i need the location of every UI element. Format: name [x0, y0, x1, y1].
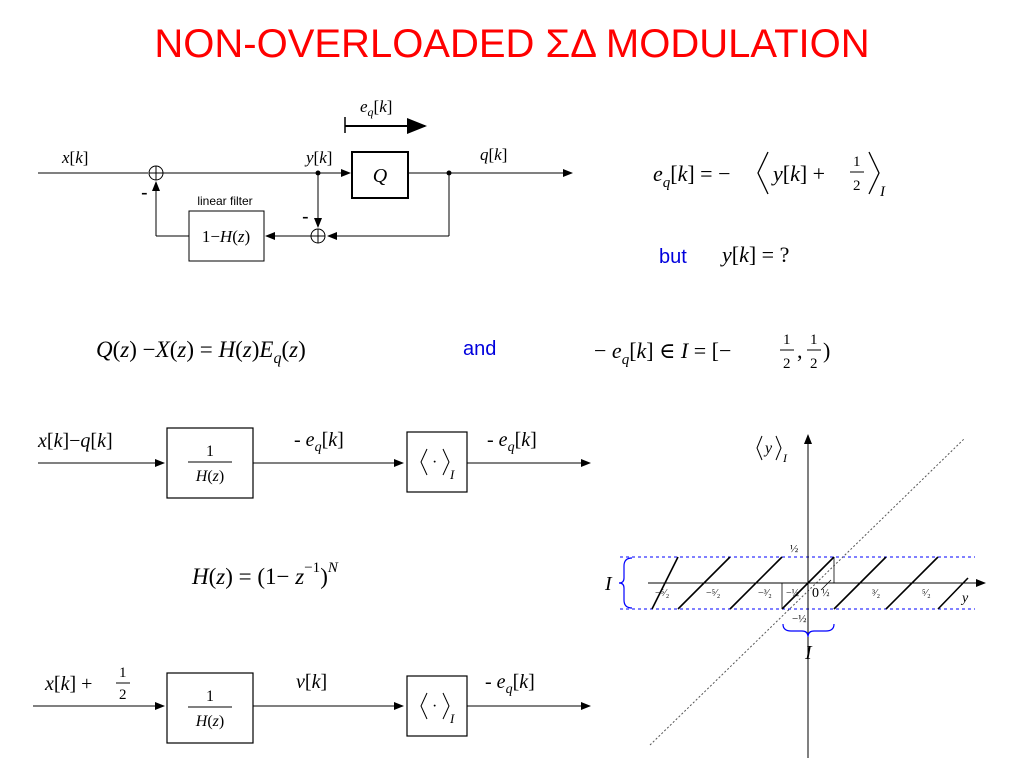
svg-text:I: I [604, 573, 613, 595]
svg-text:x[k]−q[k]: x[k]−q[k] [37, 430, 113, 452]
svg-text:- eq[k]: - eq[k] [294, 429, 344, 455]
quantizer-label: Q [373, 165, 388, 187]
svg-text:½: ½ [790, 543, 798, 555]
svg-text:Q(z) −X(z) = H(z)Eq(z): Q(z) −X(z) = H(z)Eq(z) [96, 337, 306, 367]
svg-text:1: 1 [810, 332, 818, 348]
svg-text:1: 1 [853, 154, 861, 170]
summer-2 [310, 228, 326, 244]
svg-text:1: 1 [206, 443, 214, 460]
svg-text:2: 2 [853, 178, 861, 194]
input-xk: x[k] [61, 148, 88, 167]
svg-text:³⁄₂: ³⁄₂ [872, 588, 880, 599]
but-text: but [659, 246, 687, 268]
svg-text:− eq[k] ∈ I = [−: − eq[k] ∈ I = [− [594, 338, 731, 368]
mod-block-2 [406, 675, 468, 737]
svg-text:−⁵⁄₂: −⁵⁄₂ [655, 588, 669, 599]
svg-text:I: I [782, 451, 788, 465]
svg-text:−½: −½ [786, 588, 800, 599]
mod-block-1 [406, 431, 468, 493]
svg-text:- eq[k]: - eq[k] [487, 429, 537, 455]
minus-2: - [302, 206, 309, 228]
y-label: y[k] [304, 148, 332, 167]
inv-h-block-2 [166, 672, 254, 744]
svg-text:2: 2 [783, 356, 791, 372]
svg-text:−⁵⁄₂: −⁵⁄₂ [706, 588, 720, 599]
svg-text:I: I [449, 711, 455, 726]
svg-text:1: 1 [783, 332, 791, 348]
equation-range: − eq[k] ∈ I = [− 1 2 , 1 2 ) [594, 332, 830, 372]
svg-text:): ) [823, 338, 830, 363]
page-title: NON-OVERLOADED ΣΔ MODULATION [154, 22, 870, 66]
bottom-block-diagram: x[k] + 1 2 1 H(z) v[k] · I - eq[k] [33, 665, 591, 744]
svg-text:½: ½ [822, 588, 830, 599]
equation-hz: H(z) = (1− z−1)N [191, 560, 339, 589]
svg-text:2: 2 [119, 687, 127, 703]
eq-label: eq[k] [360, 97, 392, 119]
equation-eq-def: eq[k] = − y[k] + 1 2 I [653, 151, 886, 200]
svg-text:y: y [763, 440, 773, 457]
svg-text:- eq[k]: - eq[k] [485, 671, 535, 697]
minus-1: - [141, 182, 148, 204]
but-equation: y[k] = ? [720, 242, 789, 267]
svg-text:H(z): H(z) [195, 468, 224, 485]
svg-text:0: 0 [812, 586, 819, 601]
svg-text:H(z) = (1− z−1)N: H(z) = (1− z−1)N [191, 560, 339, 589]
svg-text:1: 1 [119, 665, 127, 681]
svg-text:·: · [432, 698, 437, 715]
quantizer-block [351, 151, 409, 199]
svg-text:x[k] +: x[k] + [44, 673, 92, 695]
svg-text:·: · [432, 454, 437, 471]
x-axis-label: y [960, 591, 969, 606]
sawtooth-graph: ½ −½ 0 −⁵⁄₂ −⁵⁄₂ −³⁄₂ −½ ½ ³⁄₂ ⁵⁄₂ y y I… [604, 434, 986, 758]
filter-block [188, 210, 265, 262]
svg-text:I: I [804, 642, 813, 664]
filter-label: 1−H(z) [202, 227, 250, 246]
svg-text:y[k] +: y[k] + [771, 161, 825, 186]
and-text: and [463, 338, 496, 360]
svg-text:−³⁄₂: −³⁄₂ [758, 588, 772, 599]
equation-main: Q(z) −X(z) = H(z)Eq(z) [96, 337, 306, 367]
svg-text:2: 2 [810, 356, 818, 372]
inv-h-block-1 [166, 427, 254, 499]
svg-text:eq[k] = −: eq[k] = − [653, 161, 731, 191]
filter-caption: linear filter [197, 194, 252, 208]
svg-text:,: , [797, 338, 803, 363]
svg-text:⁵⁄₂: ⁵⁄₂ [922, 588, 931, 599]
svg-text:I: I [879, 184, 886, 200]
summer-1 [148, 165, 164, 181]
svg-text:−½: −½ [792, 613, 806, 625]
svg-text:1: 1 [206, 688, 214, 705]
top-block-diagram: eq[k] x[k] y[k] Q q[k] - [38, 97, 573, 262]
svg-text:H(z): H(z) [195, 713, 224, 730]
middle-block-diagram: x[k]−q[k] 1 H(z) - eq[k] · I - eq[k] [37, 427, 591, 499]
svg-text:I: I [449, 467, 455, 482]
svg-text:v[k]: v[k] [296, 671, 327, 693]
output-qk: q[k] [480, 145, 507, 164]
